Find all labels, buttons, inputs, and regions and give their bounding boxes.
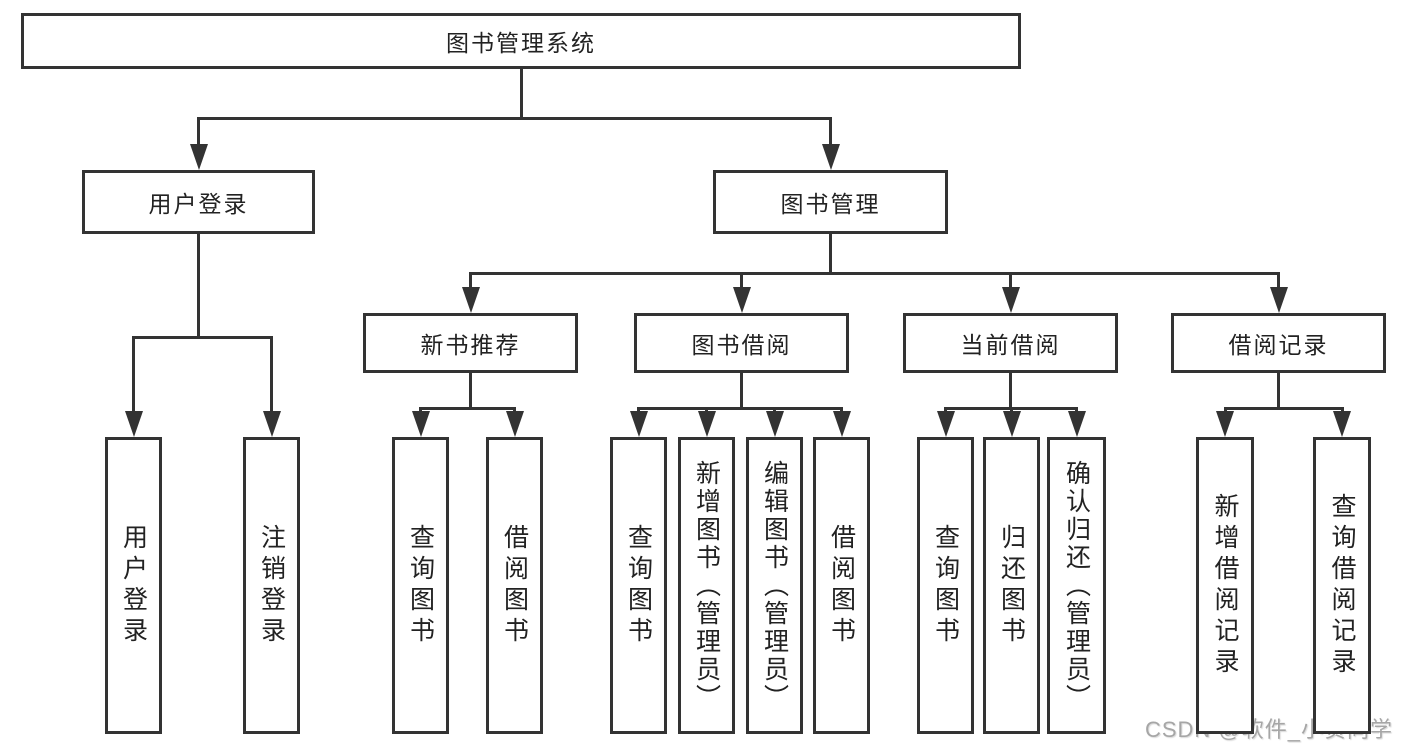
edge-drop-user-login-action xyxy=(132,336,135,412)
edge-drop-borrow-books-1 xyxy=(513,407,516,412)
node-user-login: 用户登录 xyxy=(82,170,315,234)
node-borrow-records: 借阅记录 xyxy=(1171,313,1386,373)
edge-stem-new-book-rec xyxy=(469,373,472,410)
edge-bar-borrow-records xyxy=(1223,407,1344,410)
arrow-down-icon xyxy=(461,287,480,313)
node-confirm-return: 确认归还（管理员） xyxy=(1047,437,1106,734)
edge-drop-new-book-rec xyxy=(469,272,472,288)
node-return-book: 归还图书 xyxy=(983,437,1040,734)
arrow-down-icon xyxy=(505,411,524,437)
edge-bar-book-mgmt xyxy=(469,272,1280,275)
edge-drop-query-borrow-record xyxy=(1340,407,1344,412)
arrow-down-icon xyxy=(629,411,648,437)
node-borrow-books-1: 借阅图书 xyxy=(486,437,543,734)
arrow-down-icon xyxy=(936,411,955,437)
edge-drop-confirm-return xyxy=(1075,407,1078,412)
arrow-down-icon xyxy=(1002,411,1021,437)
arrow-down-icon xyxy=(262,411,281,437)
arrow-down-icon xyxy=(1216,411,1234,437)
node-query-books-2: 查询图书 xyxy=(610,437,667,734)
edge-stem-current-borrow xyxy=(1009,373,1012,410)
edge-drop-query-books-2 xyxy=(637,407,640,412)
node-current-borrow: 当前借阅 xyxy=(903,313,1118,373)
node-user-login-action: 用户登录 xyxy=(105,437,162,734)
node-logout: 注销登录 xyxy=(243,437,300,734)
edge-stem-user-login xyxy=(197,234,200,339)
edge-stem-borrow-records xyxy=(1277,373,1280,410)
edge-stem-system xyxy=(519,69,523,120)
arrow-down-icon xyxy=(1067,411,1086,437)
node-borrow-books-2: 借阅图书 xyxy=(813,437,870,734)
node-book-mgmt: 图书管理 xyxy=(713,170,948,234)
edge-drop-query-books-1 xyxy=(419,407,422,412)
node-new-book-rec: 新书推荐 xyxy=(363,313,578,373)
node-add-book: 新增图书（管理员） xyxy=(678,437,735,734)
arrow-down-icon xyxy=(1269,287,1288,313)
edge-drop-query-books-3 xyxy=(944,407,947,412)
node-edit-book: 编辑图书（管理员） xyxy=(746,437,803,734)
edge-drop-book-mgmt xyxy=(829,117,832,145)
arrow-down-icon xyxy=(697,411,716,437)
edge-bar-system xyxy=(197,117,832,120)
edge-stem-book-borrow xyxy=(740,373,743,410)
edge-bar-user-login xyxy=(132,336,273,339)
arrow-down-icon xyxy=(821,144,840,170)
edge-drop-add-borrow-record xyxy=(1223,407,1227,412)
node-add-borrow-record: 新增借阅记录 xyxy=(1196,437,1254,734)
edge-drop-borrow-books-2 xyxy=(840,407,843,412)
arrow-down-icon xyxy=(765,411,784,437)
arrow-down-icon xyxy=(1001,287,1020,313)
arrow-down-icon xyxy=(124,411,143,437)
edge-drop-logout xyxy=(270,336,273,412)
node-query-books-1: 查询图书 xyxy=(392,437,449,734)
edge-drop-edit-book xyxy=(773,407,776,412)
edge-drop-return-book xyxy=(1010,407,1013,412)
arrow-down-icon xyxy=(832,411,851,437)
edge-drop-current-borrow xyxy=(1009,272,1012,288)
node-system: 图书管理系统 xyxy=(21,13,1021,69)
arrow-down-icon xyxy=(1333,411,1351,437)
edge-bar-book-borrow xyxy=(637,407,843,410)
node-book-borrow: 图书借阅 xyxy=(634,313,849,373)
arrow-down-icon xyxy=(411,411,430,437)
edge-drop-add-book xyxy=(705,407,708,412)
edge-drop-user-login xyxy=(197,117,200,145)
edge-stem-book-mgmt xyxy=(829,234,832,275)
edge-bar-new-book-rec xyxy=(419,407,516,410)
edge-drop-borrow-records xyxy=(1277,272,1280,288)
node-query-books-3: 查询图书 xyxy=(917,437,974,734)
arrow-down-icon xyxy=(189,144,208,170)
arrow-down-icon xyxy=(732,287,751,313)
edge-drop-book-borrow xyxy=(740,272,743,288)
node-query-borrow-record: 查询借阅记录 xyxy=(1313,437,1371,734)
